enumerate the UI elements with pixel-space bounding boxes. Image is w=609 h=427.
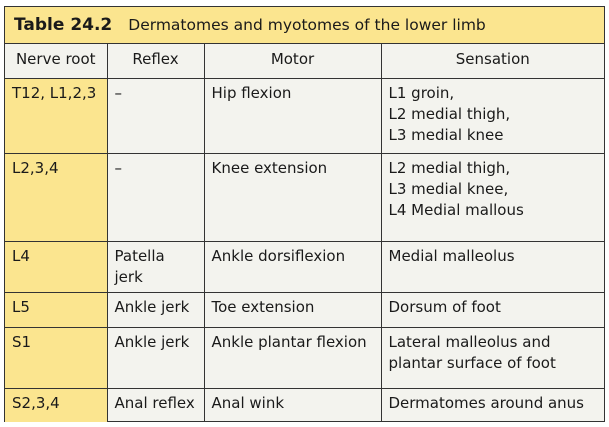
motor-cell: Ankle dorsiflexion	[203, 240, 382, 293]
nerve-root-cell: S2,3,4	[5, 387, 108, 422]
table-row: S2,3,4 Anal reflex Anal wink Dermatomes …	[5, 387, 604, 422]
table-caption: Table 24.2 Dermatomes and myotomes of th…	[5, 7, 604, 44]
sensation-cell: Dorsum of foot	[380, 291, 604, 328]
motor-cell: Knee extension	[203, 152, 382, 242]
sensation-line: L2 medial thigh,	[388, 158, 511, 177]
sensation-line: L3 medial knee,	[388, 179, 509, 198]
data-table: Nerve root Reflex Motor Sensation T12, L…	[5, 44, 604, 422]
reflex-cell: Ankle jerk	[106, 326, 205, 389]
sensation-line: plantar surface of foot	[388, 353, 556, 372]
sensation-cell: L2 medial thigh, L3 medial knee, L4 Medi…	[380, 152, 604, 242]
motor-cell: Hip flexion	[203, 77, 382, 154]
sensation-line: Medial malleolus	[388, 246, 515, 265]
sensation-line: L3 medial knee	[388, 125, 504, 144]
reflex-cell: –	[106, 152, 205, 242]
reflex-cell: Ankle jerk	[106, 291, 205, 328]
reflex-cell: Patella jerk	[106, 240, 205, 293]
sensation-line: L2 medial thigh,	[388, 104, 511, 123]
dermatome-table: Table 24.2 Dermatomes and myotomes of th…	[4, 6, 605, 422]
sensation-cell: Lateral malleolus and plantar surface of…	[380, 326, 604, 389]
motor-cell: Toe extension	[203, 291, 382, 328]
header-sensation: Sensation	[380, 44, 604, 79]
table-row: L2,3,4 – Knee extension L2 medial thigh,…	[5, 152, 604, 242]
sensation-cell: Medial malleolus	[380, 240, 604, 293]
header-row: Nerve root Reflex Motor Sensation	[5, 44, 604, 79]
nerve-root-cell: L4	[5, 240, 108, 293]
sensation-line: Dermatomes around anus	[388, 393, 585, 412]
nerve-root-cell: T12, L1,2,3	[5, 77, 108, 154]
sensation-line: L4 Medial mallous	[388, 200, 524, 219]
nerve-root-cell: L2,3,4	[5, 152, 108, 242]
nerve-root-cell: S1	[5, 326, 108, 389]
sensation-line: Dorsum of foot	[388, 297, 501, 316]
header-nerve-root: Nerve root	[5, 44, 108, 79]
table-title: Dermatomes and myotomes of the lower lim…	[128, 16, 486, 34]
table-row: T12, L1,2,3 – Hip flexion L1 groin, L2 m…	[5, 77, 604, 154]
reflex-cell: –	[106, 77, 205, 154]
table-row: S1 Ankle jerk Ankle plantar flexion Late…	[5, 326, 604, 389]
nerve-root-cell: L5	[5, 291, 108, 328]
sensation-cell: Dermatomes around anus	[380, 387, 604, 422]
reflex-cell: Anal reflex	[106, 387, 205, 422]
table-row: L4 Patella jerk Ankle dorsiflexion Media…	[5, 240, 604, 293]
table-number: Table 24.2	[14, 15, 113, 35]
table-row: L5 Ankle jerk Toe extension Dorsum of fo…	[5, 291, 604, 328]
header-reflex: Reflex	[106, 44, 205, 79]
sensation-cell: L1 groin, L2 medial thigh, L3 medial kne…	[380, 77, 604, 154]
header-motor: Motor	[203, 44, 382, 79]
motor-cell: Ankle plantar flexion	[203, 326, 382, 389]
sensation-line: L1 groin,	[388, 83, 455, 102]
motor-cell: Anal wink	[203, 387, 382, 422]
sensation-line: Lateral malleolus and	[388, 332, 551, 351]
